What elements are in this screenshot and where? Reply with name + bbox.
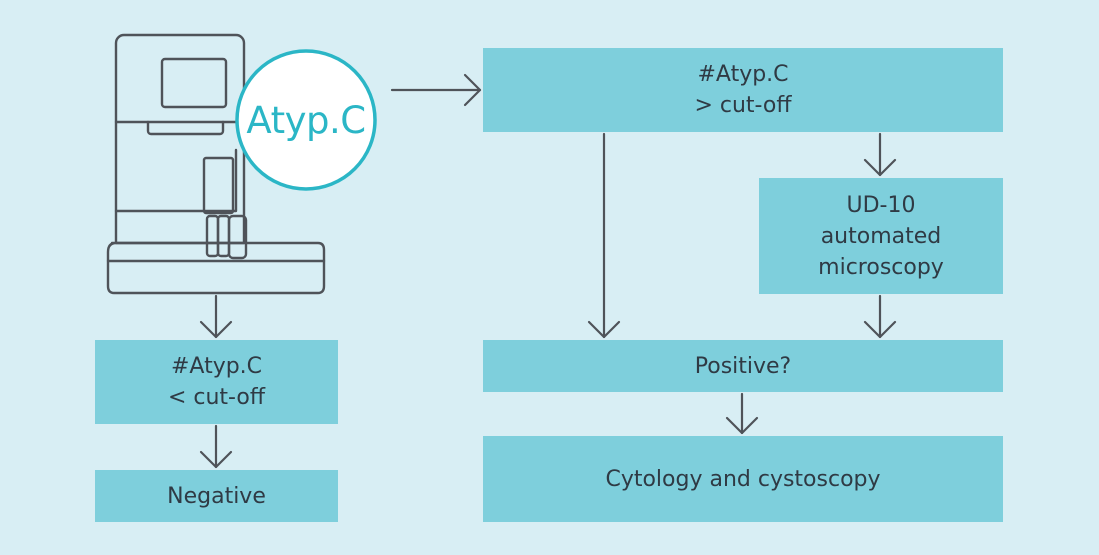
box-atypc-below-cutoff: #Atyp.C < cut-off — [95, 340, 338, 424]
arrow-icon-to-negative — [199, 424, 233, 469]
arrow-icon-to-above-cutoff — [390, 73, 482, 107]
box-atypc-above-cutoff: #Atyp.C > cut-off — [483, 48, 1003, 132]
box-positive: Positive? — [483, 340, 1003, 392]
arrow-icon-ud10-to-positive — [863, 294, 897, 339]
arrow-icon-to-cytology — [725, 392, 759, 435]
arrow-icon-device-down — [199, 294, 233, 339]
atyp-badge-label: Atyp.C — [246, 98, 366, 142]
arrow-icon-direct-to-positive — [587, 132, 621, 339]
arrow-icon-to-ud10 — [863, 132, 897, 177]
box-negative: Negative — [95, 470, 338, 522]
box-cytology-cystoscopy: Cytology and cystoscopy — [483, 436, 1003, 522]
box-ud10-microscopy: UD-10 automated microscopy — [759, 178, 1003, 294]
